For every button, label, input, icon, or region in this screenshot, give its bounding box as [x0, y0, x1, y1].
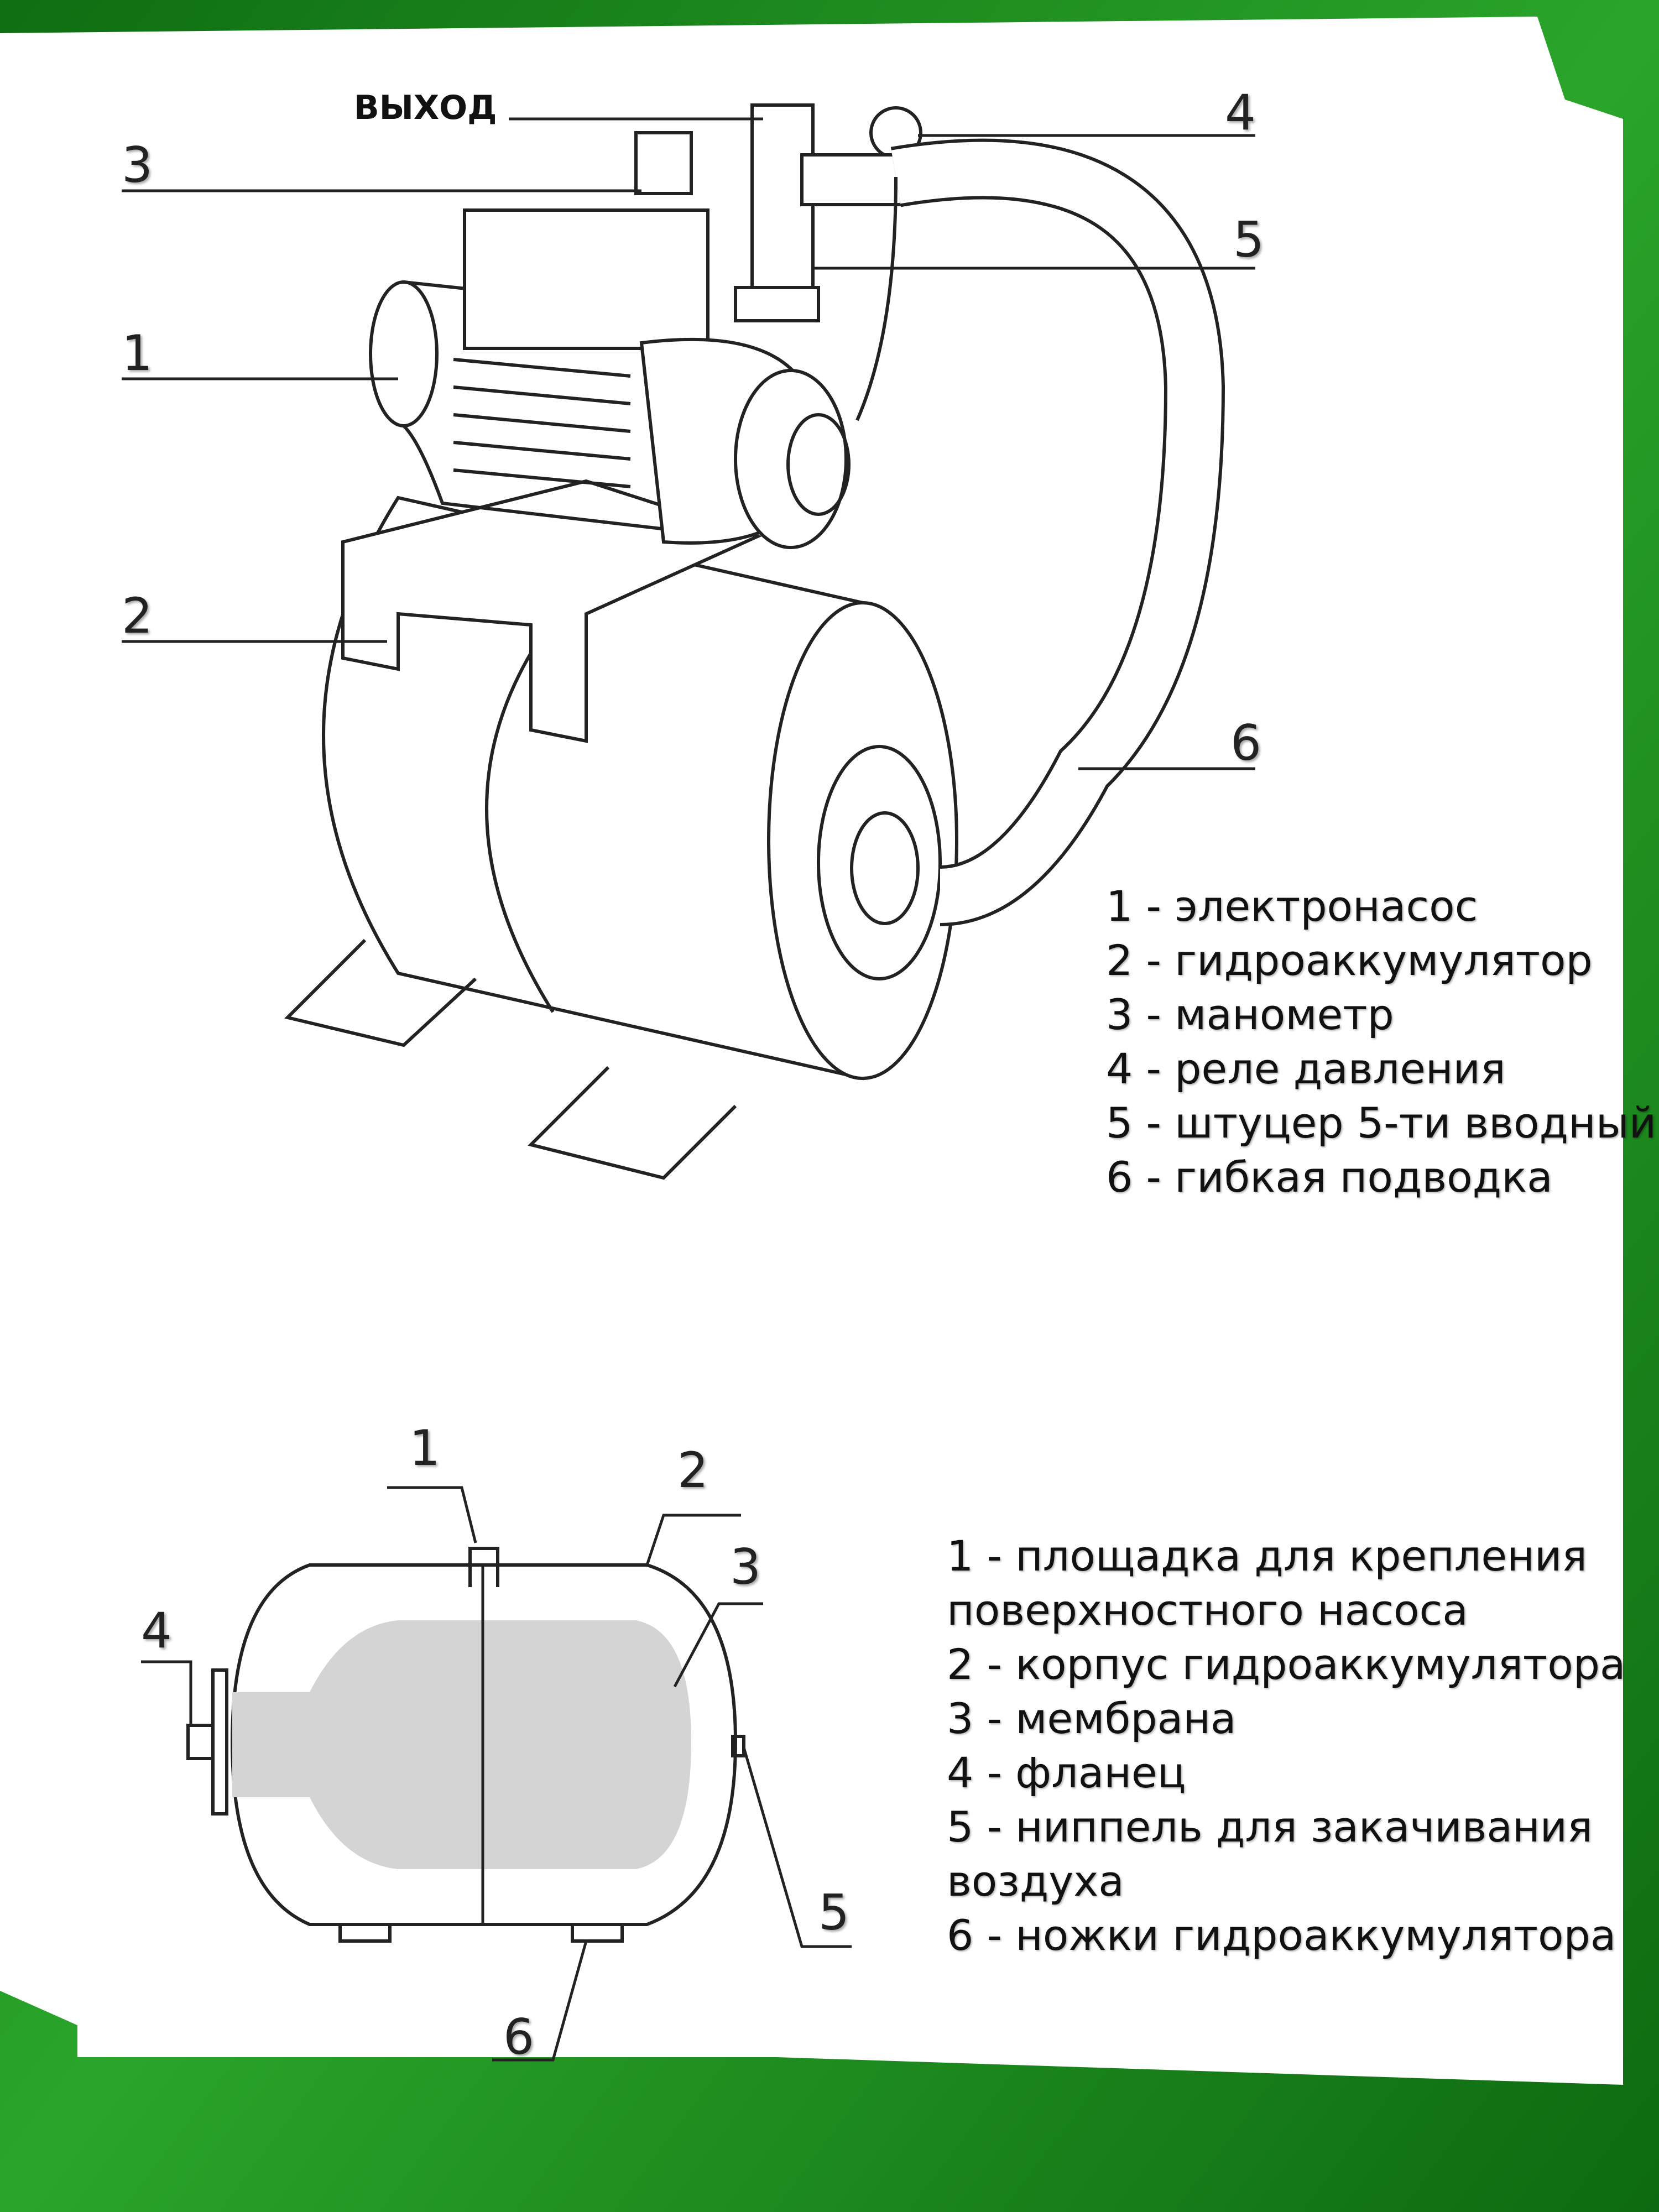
top-callout-1: 1: [122, 325, 153, 382]
bottom-legend: 1 - площадка для крепления поверхностног…: [947, 1529, 1626, 1963]
bottom-callout-3: 3: [730, 1538, 761, 1595]
bottom-callout-2: 2: [677, 1442, 708, 1499]
bottom-callout-6: 6: [503, 2008, 534, 2065]
legend-item: 2 - корпус гидроаккумулятора: [947, 1640, 1626, 1689]
membrane: [232, 1620, 691, 1869]
pump-station-drawing: [284, 103, 1225, 1180]
bottom-callout-4: 4: [141, 1602, 172, 1659]
legend-item: 5 - штуцер 5-ти вводный: [1106, 1098, 1657, 1147]
bottom-callout-1: 1: [409, 1420, 440, 1477]
legend-item: 5 - ниппель для закачивания: [947, 1802, 1593, 1851]
legend-item: 2 - гидроаккумулятор: [1106, 936, 1593, 985]
bottom-leader-lines: [141, 1486, 852, 2062]
legend-item: 3 - манометр: [1106, 990, 1394, 1039]
top-callout-4: 4: [1225, 84, 1256, 141]
accumulator-section: [77, 1504, 995, 2057]
legend-item: 4 - фланец: [947, 1748, 1186, 1797]
top-callout-2: 2: [122, 587, 153, 644]
top-legend: 1 - электронасос 2 - гидроаккумулятор 3 …: [1106, 879, 1656, 1204]
bottom-callout-5: 5: [818, 1884, 849, 1941]
legend-item: 4 - реле давления: [1106, 1044, 1506, 1093]
legend-item: 6 - гибкая подводка: [1106, 1152, 1553, 1202]
legend-item: 1 - электронасос: [1106, 881, 1478, 931]
top-callout-3: 3: [122, 137, 153, 194]
outlet-label: ВЫХОД: [354, 88, 497, 127]
legend-item: поверхностного насоса: [947, 1585, 1468, 1635]
legend-item: 3 - мембрана: [947, 1694, 1237, 1743]
legend-item: 1 - площадка для крепления: [947, 1531, 1587, 1580]
top-callout-5: 5: [1233, 211, 1264, 268]
top-leader-lines: [122, 117, 1255, 770]
legend-item: 6 - ножки гидроаккумулятора: [947, 1911, 1616, 1960]
legend-item: воздуха: [947, 1856, 1124, 1906]
top-callout-6: 6: [1230, 714, 1261, 771]
